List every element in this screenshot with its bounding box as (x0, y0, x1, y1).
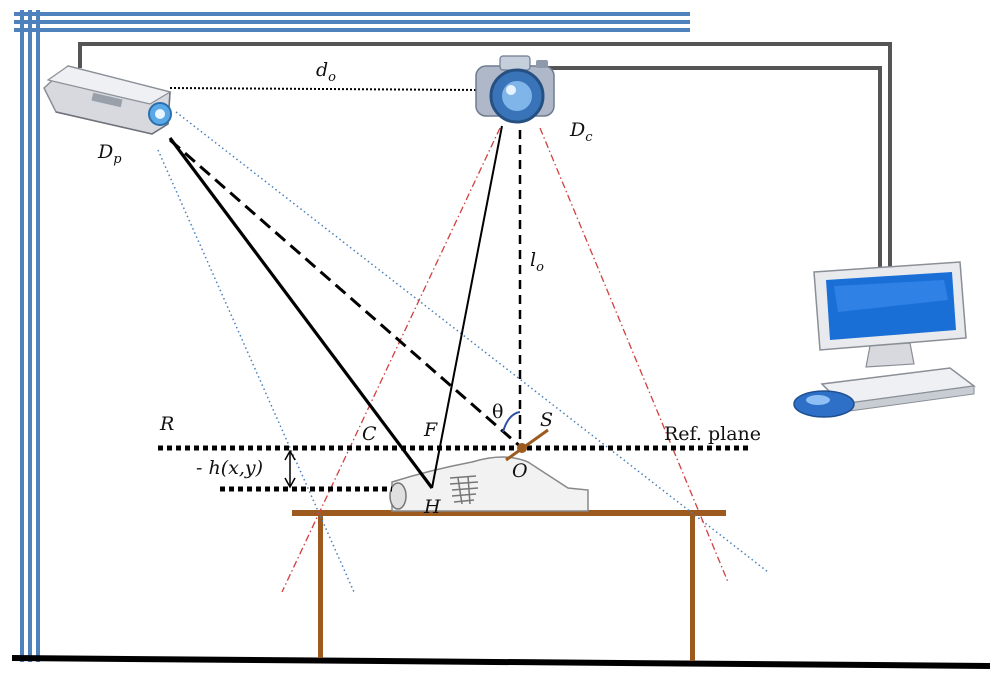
segment-s (505, 428, 549, 462)
camera-icon (475, 55, 555, 124)
height-arrow (284, 449, 296, 489)
camera-ray-to-h (431, 125, 503, 489)
table (292, 510, 726, 661)
floor-line (11, 655, 991, 669)
support-frame (14, 10, 690, 662)
point-h-label: H (423, 496, 441, 518)
camera-height-label: lo (530, 249, 544, 275)
projector-fov (157, 111, 769, 593)
point-o-label: O (512, 460, 528, 482)
point-r-label: R (159, 413, 174, 435)
camera-fov (281, 127, 729, 593)
baseline-label: do (316, 59, 336, 85)
theta-arc (502, 411, 521, 433)
point-s-label: S (540, 409, 553, 431)
projector-ray-to-o-dashed (169, 138, 523, 450)
theta-label: θ (492, 401, 503, 423)
point-f-label: F (423, 419, 438, 441)
cables (78, 42, 892, 268)
projector-ray-to-h (168, 137, 434, 489)
baseline-line (169, 87, 481, 91)
camera-label: Dc (569, 119, 593, 145)
reference-plane-label: Ref. plane (664, 423, 761, 445)
height-function-label: - h(x,y) (196, 457, 263, 479)
measured-object (389, 456, 589, 512)
point-c-label: C (362, 423, 377, 445)
computer-icon (793, 261, 976, 418)
projector-icon (43, 65, 172, 135)
projector-label: Dp (97, 141, 122, 167)
